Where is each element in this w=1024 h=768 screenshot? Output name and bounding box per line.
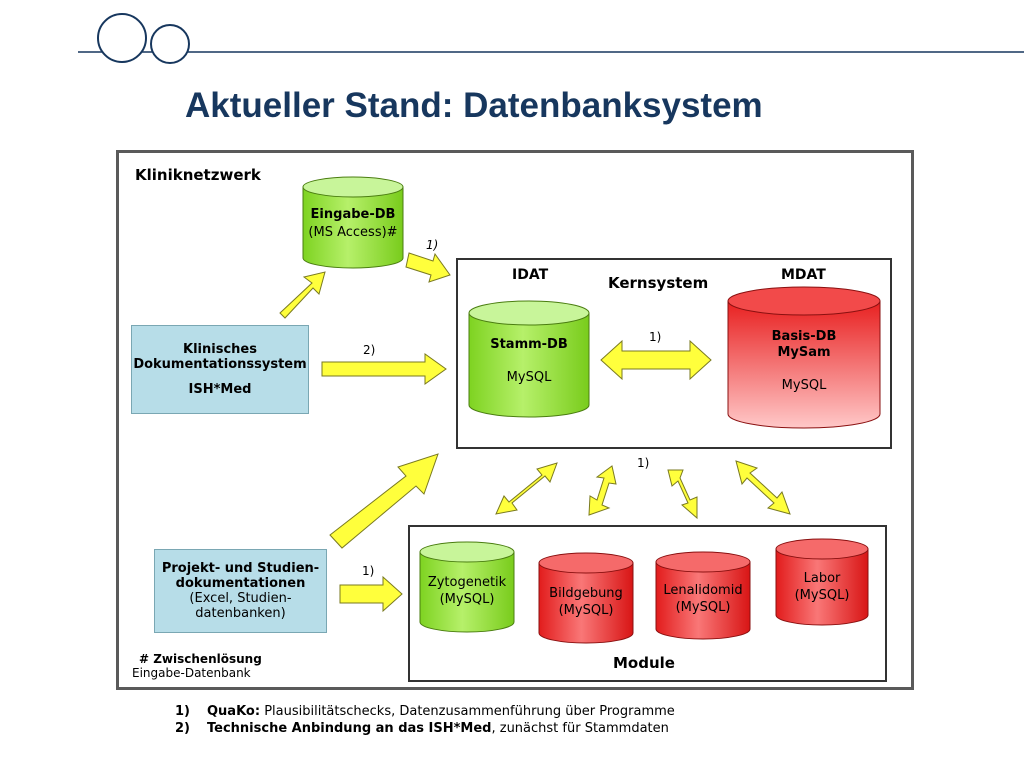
labor-cylinder (775, 538, 869, 626)
module-zytogenetik-engine: (MySQL) (439, 592, 495, 607)
logo-circle-large (97, 13, 147, 63)
arrow-klinisch-to-eingabe (279, 271, 326, 319)
module-bildgebung-name: Bildgebung (549, 586, 623, 601)
stamm-db-engine: MySQL (506, 370, 552, 385)
klinisches-dokumentationssystem-box: Klinisches Dokumentationssystem ISH*Med (131, 325, 309, 414)
page-title: Aktueller Stand: Datenbanksystem (185, 86, 763, 125)
module-zytogenetik-name: Zytogenetik (427, 575, 507, 590)
module-labor-name: Labor (803, 571, 841, 586)
projekt-line1: Projekt- und Studien- (161, 561, 320, 576)
arrow-label-projekt-module: 1) (362, 564, 375, 578)
projekt-studien-box: Projekt- und Studien- dokumentationen (E… (154, 549, 327, 633)
footnote-1: 1) QuaKo: Plausibilitätschecks, Datenzus… (175, 703, 675, 720)
module-lenalidomid-name: Lenalidomid (663, 583, 743, 598)
arrow-kern-zytogenetik (495, 462, 558, 515)
arrow-kern-labor (735, 460, 791, 515)
footnote-1-text: Plausibilitätschecks, Datenzusammenführu… (260, 704, 675, 719)
basis-db-title: Basis-DB (771, 329, 837, 344)
projekt-line2: dokumentationen (175, 576, 306, 591)
basis-db-subtitle: MySam (777, 345, 831, 360)
module-label: Module (613, 654, 675, 672)
stamm-db-title: Stamm-DB (490, 337, 568, 352)
module-lenalidomid-engine: (MySQL) (675, 600, 731, 615)
footnotes: 1) QuaKo: Plausibilitätschecks, Datenzus… (175, 703, 675, 737)
zwischenloesung-subnote: Eingabe-Datenbank (132, 666, 251, 680)
module-labor-engine: (MySQL) (794, 588, 850, 603)
arrow-projekt-to-kern (329, 453, 439, 549)
arrow-label-klinisch: 2) (363, 343, 376, 357)
logo-circle-small (150, 24, 190, 64)
arrow-klinisch-to-kern (321, 353, 447, 385)
projekt-line3: (Excel, Studien- (189, 591, 292, 606)
projekt-line4: datenbanken) (195, 606, 286, 621)
stamm-db-cylinder (468, 300, 590, 418)
lenalidomid-cylinder (655, 551, 751, 640)
arrow-label-stamm-basis: 1) (649, 330, 662, 344)
klinisches-line3: ISH*Med (188, 382, 252, 397)
footnote-2-number: 2) (175, 721, 190, 736)
footnote-1-number: 1) (175, 704, 190, 719)
arrow-eingabe-to-kern (405, 252, 451, 283)
network-label: Kliniknetzwerk (135, 166, 261, 184)
mdat-label: MDAT (781, 267, 826, 283)
eingabe-db-cylinder (302, 176, 404, 269)
footnote-2: 2) Technische Anbindung an das ISH*Med ,… (175, 720, 675, 737)
arrow-stamm-basis (600, 339, 712, 381)
eingabe-db-title: Eingabe-DB (310, 207, 396, 222)
footnote-1-bold: QuaKo: (207, 704, 261, 719)
eingabe-db-subtitle: (MS Access)# (308, 225, 398, 240)
arrow-label-kern-module: 1) (637, 456, 650, 470)
footnote-2-text: , zunächst für Stammdaten (491, 721, 669, 736)
idat-label: IDAT (512, 267, 549, 283)
basis-db-cylinder (727, 286, 881, 429)
klinisches-line2: Dokumentationssystem (133, 357, 307, 372)
module-bildgebung-engine: (MySQL) (558, 603, 614, 618)
arrow-kern-bildgebung (588, 465, 617, 516)
kernsystem-label: Kernsystem (608, 274, 709, 292)
arrow-kern-lenalidomid (667, 469, 698, 520)
bildgebung-cylinder (538, 552, 634, 644)
arrow-projekt-to-module (339, 575, 403, 613)
footnote-2-bold: Technische Anbindung an das ISH*Med (207, 721, 492, 736)
zytogenetik-cylinder (419, 541, 515, 633)
klinisches-line1: Klinisches (183, 342, 257, 357)
arrow-label-eingabe: 1) (426, 238, 439, 252)
basis-db-engine: MySQL (781, 378, 827, 393)
zwischenloesung-note: # Zwischenlösung (139, 652, 262, 666)
